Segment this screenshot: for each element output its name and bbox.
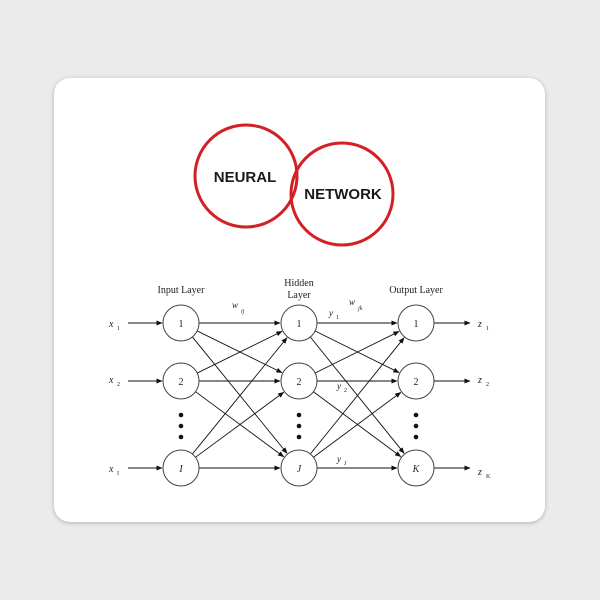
output-node-1-label: 1 xyxy=(414,319,419,330)
input-arrows xyxy=(128,320,163,471)
connection-edge xyxy=(313,391,402,458)
output-sub-z1: 1 xyxy=(486,326,489,332)
weight-connections xyxy=(192,320,405,471)
connection-edge xyxy=(196,330,283,374)
output-sub-zK: K xyxy=(486,474,491,480)
hidden-output-label-yJ: y xyxy=(336,454,341,464)
input-node-2 xyxy=(162,362,200,400)
hidden-layer-nodes: 1 2 J xyxy=(280,304,318,487)
hidden-node-J xyxy=(280,449,318,487)
input-node-I xyxy=(162,449,200,487)
hidden-layer-title-line2: Layer xyxy=(287,290,311,301)
logo-ring-left xyxy=(193,123,299,229)
output-node-K-label: K xyxy=(412,464,421,475)
output-label-z1: z xyxy=(477,319,482,330)
output-sub-z2: 2 xyxy=(486,382,489,388)
input-layer-nodes: 1 2 I xyxy=(162,304,200,487)
input-label-xI: x xyxy=(108,464,114,475)
input-node-1-label: 1 xyxy=(179,319,184,330)
input-label-x1: x xyxy=(108,319,114,330)
connection-edge xyxy=(192,336,288,454)
logo-word-network: NETWORK xyxy=(304,186,382,203)
output-layer-nodes: 1 2 K xyxy=(397,304,435,487)
hidden-node-1-label: 1 xyxy=(297,319,302,330)
logo-word-neural: NEURAL xyxy=(214,169,277,186)
output-ellipsis xyxy=(413,412,419,440)
input-sub-x2: 2 xyxy=(117,382,120,388)
input-sub-x1: 1 xyxy=(117,326,120,332)
connection-edge xyxy=(309,336,405,454)
hidden-node-2-label: 2 xyxy=(297,377,302,388)
output-arrows xyxy=(434,320,471,471)
connection-edge xyxy=(309,337,405,455)
input-layer-title: Input Layer xyxy=(158,285,206,296)
output-layer-title: Output Layer xyxy=(389,285,443,296)
hidden-output-sub-y1: 1 xyxy=(336,315,339,321)
hidden-ellipsis xyxy=(296,412,302,440)
connection-edge xyxy=(192,337,288,455)
hidden-output-label-y2: y xyxy=(336,381,341,391)
hidden-output-label-y1: y xyxy=(328,308,333,318)
input-node-2-label: 2 xyxy=(179,377,184,388)
connection-edge xyxy=(195,391,285,458)
output-label-z2: z xyxy=(477,375,482,386)
sticker-card xyxy=(54,78,545,522)
hidden-output-sub-y2: 2 xyxy=(344,388,347,394)
hidden-output-sub-yJ: J xyxy=(344,461,347,467)
hidden-node-1 xyxy=(280,304,318,342)
logo: NEURAL NETWORK xyxy=(193,123,395,247)
input-label-x2: x xyxy=(108,375,114,386)
weight-ij-label: w xyxy=(232,300,238,310)
input-ellipsis xyxy=(178,412,184,440)
output-node-1 xyxy=(397,304,435,342)
connection-edge xyxy=(314,331,400,374)
output-label-zK: z xyxy=(477,467,482,478)
connection-edge xyxy=(313,391,402,458)
connection-edge xyxy=(195,391,285,458)
input-node-1 xyxy=(162,304,200,342)
output-node-2 xyxy=(397,362,435,400)
input-node-I-label: I xyxy=(178,464,183,475)
hidden-node-2 xyxy=(280,362,318,400)
hidden-layer-title-line1: Hidden xyxy=(284,278,313,289)
weight-jk-subscript: jk xyxy=(357,306,363,312)
logo-ring-right xyxy=(289,141,395,247)
weight-ij-subscript: ij xyxy=(241,309,245,315)
input-sub-xI: I xyxy=(117,471,119,477)
hidden-node-J-label: J xyxy=(297,464,302,475)
weight-jk-label: w xyxy=(349,297,355,307)
output-node-K xyxy=(397,449,435,487)
output-node-2-label: 2 xyxy=(414,377,419,388)
